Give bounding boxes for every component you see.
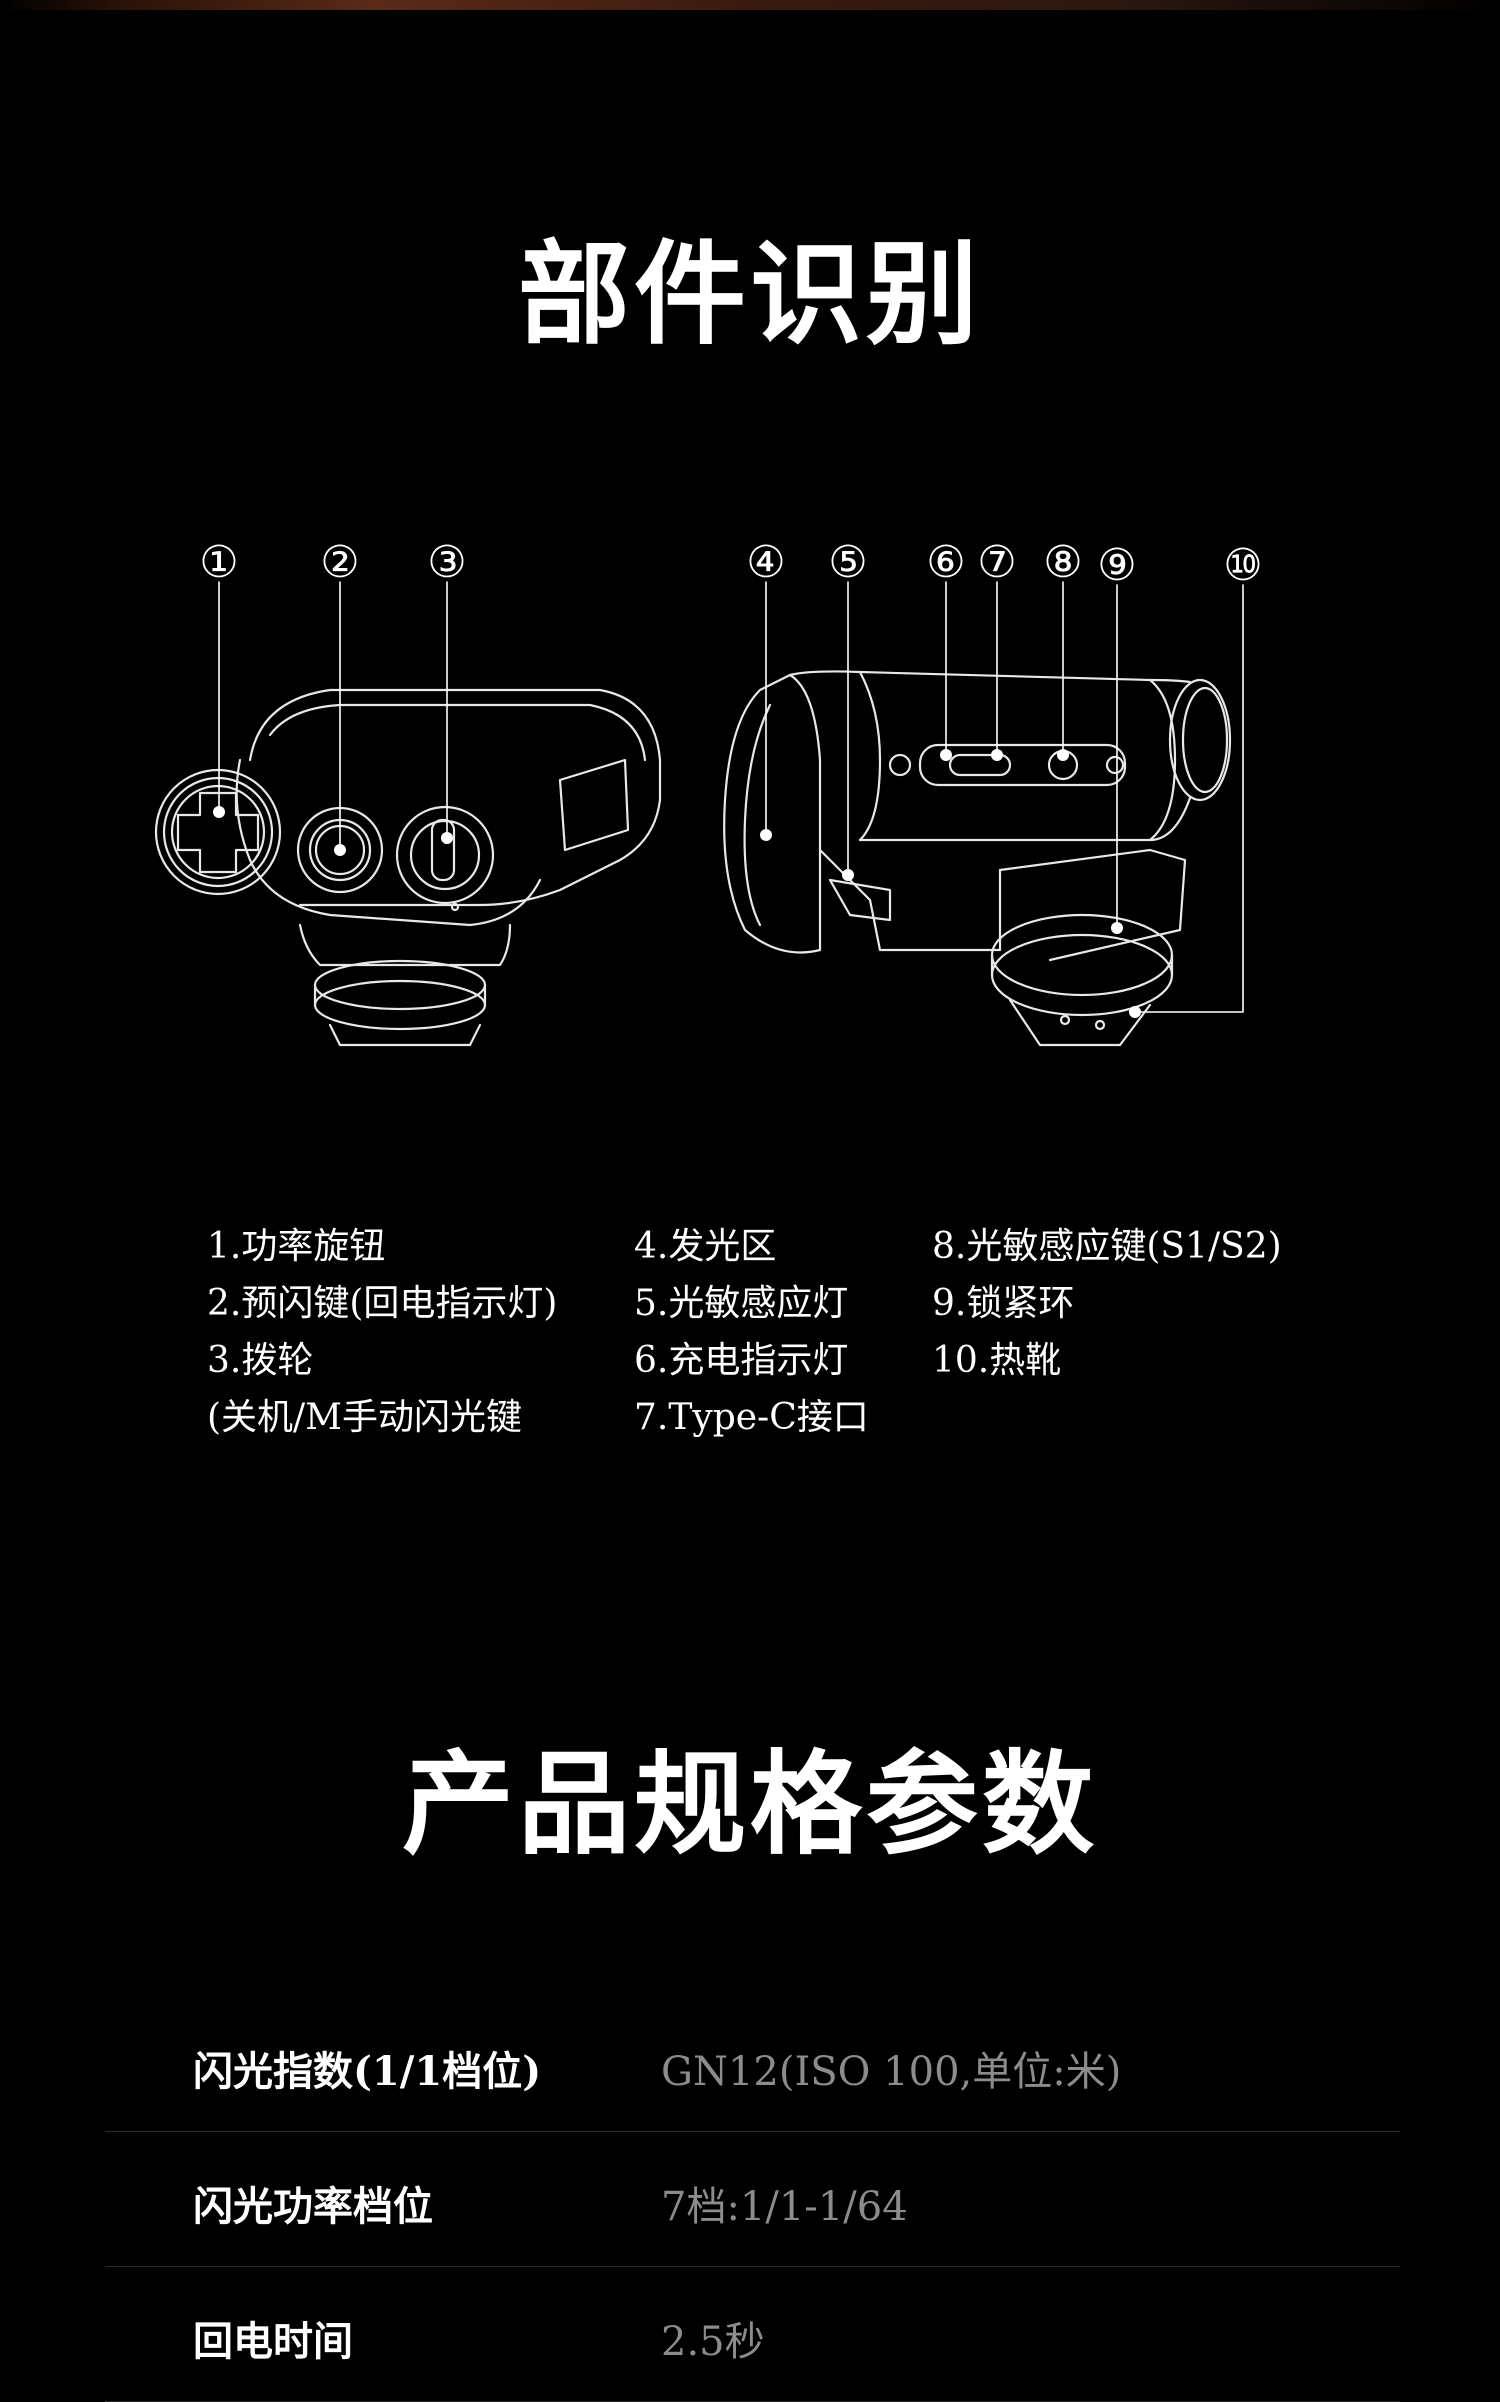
spec-value: 2.5秒 [661, 2319, 765, 2365]
legend-column-3: 8.光敏感应键(S1/S2) 9.锁紧环 10.热靴 [932, 1218, 1282, 1389]
legend-item: 6.充电指示灯 [634, 1340, 849, 1381]
callout-7: ⑦ [977, 537, 1016, 588]
specs-section-title: 产品规格参数 [402, 1739, 1098, 1870]
spec-row: 回电时间 2.5秒 [105, 2267, 1400, 2402]
spec-value: GN12(ISO 100,单位:米) [661, 2049, 1122, 2095]
legend-item: 9.锁紧环 [932, 1283, 1075, 1324]
legend-item: 2.预闪键(回电指示灯) [207, 1283, 558, 1324]
legend-column-2: 4.发光区 5.光敏感应灯 6.充电指示灯 7.Type-C接口 [634, 1218, 869, 1446]
callout-4: ④ [746, 537, 785, 588]
callout-6: ⑥ [926, 537, 965, 588]
callout-2: ② [320, 537, 359, 588]
callout-8: ⑧ [1043, 537, 1082, 588]
legend-item: 8.光敏感应键(S1/S2) [932, 1226, 1282, 1267]
callout-1: ① [199, 537, 238, 588]
legend-item: 7.Type-C接口 [634, 1397, 869, 1438]
legend-item: 10.热靴 [932, 1340, 1062, 1381]
flash-side-view [723, 670, 1232, 1047]
legend-item: 1.功率旋钮 [207, 1226, 386, 1267]
legend-item: (关机/M手动闪光键 [207, 1397, 523, 1438]
callout-10: ⑩ [1223, 540, 1262, 591]
legend-column-1: 1.功率旋钮 2.预闪键(回电指示灯) 3.拨轮 (关机/M手动闪光键 [207, 1218, 557, 1446]
spec-label: 闪光指数(1/1档位) [193, 2048, 542, 2095]
parts-section-title: 部件识别 [518, 229, 982, 360]
callout-5: ⑤ [828, 537, 867, 588]
spec-row: 闪光指数(1/1档位) GN12(ISO 100,单位:米) [105, 1997, 1400, 2132]
callout-3: ③ [427, 537, 466, 588]
flash-front-view [154, 688, 662, 1047]
callout-dots [213, 749, 1141, 1018]
legend-item: 5.光敏感应灯 [634, 1283, 849, 1324]
spec-value: 7档:1/1-1/64 [661, 2184, 908, 2230]
spec-label: 闪光功率档位 [193, 2183, 433, 2230]
legend-item: 3.拨轮 [207, 1340, 314, 1381]
spec-label: 回电时间 [193, 2318, 353, 2365]
spec-row: 闪光功率档位 7档:1/1-1/64 [105, 2132, 1400, 2267]
legend-item: 4.发光区 [634, 1226, 777, 1267]
callout-lines [218, 581, 1244, 1013]
flash-parts-diagram: ① ② ③ ④ ⑤ ⑥ ⑦ ⑧ ⑨ ⑩ [154, 537, 1263, 1047]
spec-table: 闪光指数(1/1档位) GN12(ISO 100,单位:米) 闪光功率档位 7档… [105, 1997, 1400, 2402]
callout-9: ⑨ [1097, 540, 1136, 591]
top-banner-edge [0, 0, 1500, 10]
